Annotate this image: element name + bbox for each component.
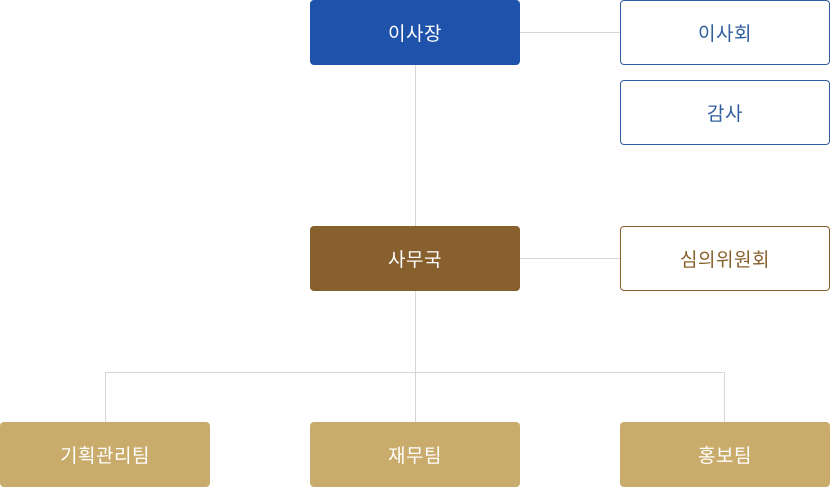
board-label: 이사회 (698, 23, 752, 45)
review-committee-label: 심의위원회 (680, 249, 770, 271)
secretariat-node: 사무국 (310, 226, 520, 291)
team-node-planning: 기획관리팀 (0, 422, 210, 487)
team-label-finance: 재무팀 (388, 445, 442, 467)
board-node: 이사회 (620, 0, 830, 65)
team-node-pr: 홍보팀 (620, 422, 830, 487)
chairman-node: 이사장 (310, 0, 520, 65)
chairman-label: 이사장 (388, 23, 442, 45)
review-committee-node: 심의위원회 (620, 226, 830, 291)
audit-node: 감사 (620, 80, 830, 145)
secretariat-label: 사무국 (388, 249, 442, 271)
team-label-pr: 홍보팀 (698, 445, 752, 467)
team-label-planning: 기획관리팀 (60, 445, 150, 467)
team-node-finance: 재무팀 (310, 422, 520, 487)
audit-label: 감사 (707, 103, 743, 125)
